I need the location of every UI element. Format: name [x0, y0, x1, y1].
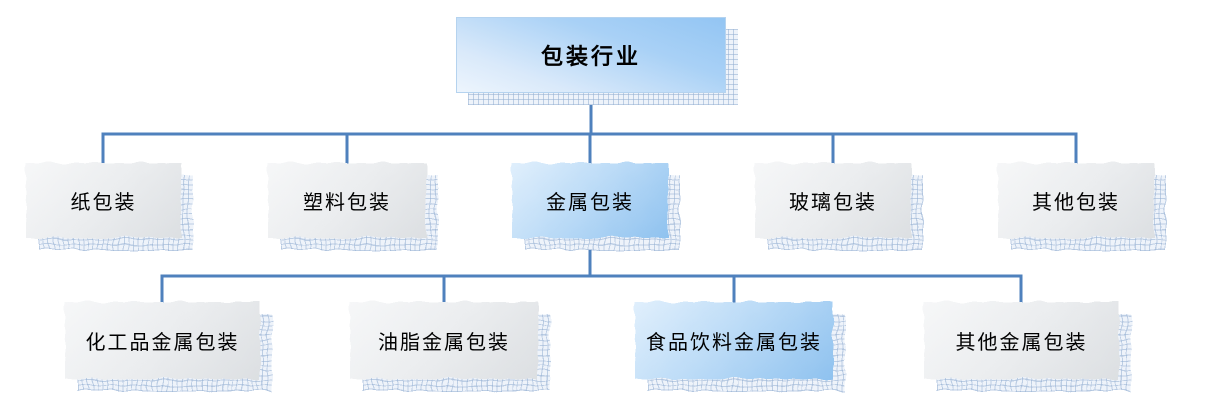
- node-packaging-industry: 包装行业: [456, 17, 738, 105]
- node-oil-metal-packaging: 油脂金属包装: [350, 302, 550, 391]
- node-other-metal-packaging: 其他金属包装: [924, 302, 1131, 391]
- node-label: 塑料包装: [303, 192, 391, 214]
- node-background: [635, 302, 833, 379]
- node-label: 食品饮料金属包装: [646, 332, 822, 354]
- node-label: 油脂金属包装: [378, 332, 510, 354]
- node-food-beverage-metal-packaging: 食品饮料金属包装: [635, 302, 845, 391]
- node-art: [998, 163, 1166, 250]
- node-art: [924, 302, 1131, 391]
- node-background: [268, 163, 426, 238]
- node-background: [512, 163, 668, 238]
- node-art: [26, 163, 193, 250]
- node-art: [65, 302, 272, 391]
- node-art: [350, 302, 550, 391]
- node-plastic-packaging: 塑料包装: [268, 163, 438, 250]
- node-background: [65, 302, 260, 379]
- node-background: [755, 163, 911, 238]
- node-chemical-metal-packaging: 化工品金属包装: [65, 302, 272, 391]
- node-background: [924, 302, 1119, 379]
- node-paper-packaging: 纸包装: [26, 163, 193, 250]
- node-label: 化工品金属包装: [85, 332, 240, 354]
- node-art: [456, 17, 738, 105]
- node-label: 其他包装: [1032, 192, 1120, 214]
- node-metal-packaging: 金属包装: [512, 163, 680, 250]
- node-background: [998, 163, 1154, 238]
- node-other-packaging: 其他包装: [998, 163, 1166, 250]
- node-art: [268, 163, 438, 250]
- node-art: [635, 302, 845, 391]
- node-background: [26, 163, 181, 238]
- node-label: 纸包装: [70, 192, 137, 214]
- node-glass-packaging: 玻璃包装: [755, 163, 923, 250]
- node-label: 其他金属包装: [955, 332, 1088, 354]
- node-background: [456, 17, 726, 93]
- node-label: 金属包装: [546, 192, 634, 214]
- node-art: [755, 163, 923, 250]
- node-background: [350, 302, 538, 379]
- node-label: 玻璃包装: [789, 192, 877, 214]
- node-art: [512, 163, 680, 250]
- node-label: 包装行业: [540, 44, 641, 69]
